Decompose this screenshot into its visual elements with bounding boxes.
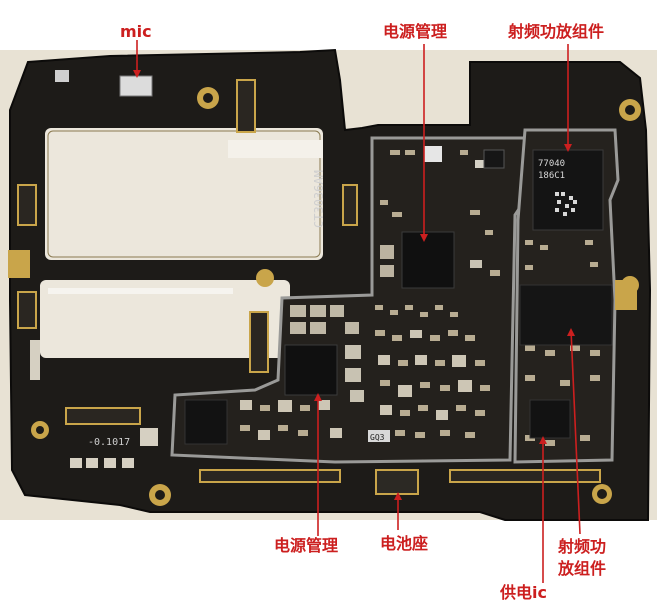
btb-connector-right — [449, 469, 601, 483]
label-rf-pa-top: 射频功放组件 — [508, 22, 605, 41]
pmic-upper-chip — [401, 231, 455, 289]
label-power-supply-ic: 供电ic — [500, 583, 547, 602]
chip-marking-line2: 186C1 — [538, 171, 565, 181]
label-power-management-top: 电源管理 — [383, 22, 448, 41]
board-serial-marking: -0.1017 — [88, 437, 130, 448]
test-pads — [30, 340, 158, 468]
chip-marking-line1: 77040 — [538, 159, 565, 169]
label-power-management-bottom: 电源管理 — [274, 536, 339, 555]
battery-connector — [375, 469, 419, 495]
mic-component — [119, 75, 153, 97]
board-qr-code — [55, 70, 69, 82]
label-mic: mic — [120, 22, 152, 41]
pmic-lower-chip — [284, 344, 338, 396]
white-component — [424, 146, 442, 162]
board-model-marking: CT3036AM — [312, 170, 326, 228]
board-cutout-upper — [45, 128, 323, 260]
smd-components — [240, 150, 600, 446]
btb-connector-left — [199, 469, 341, 483]
small-chip-marking: GQ3 — [370, 433, 385, 442]
board-cutout-lower — [40, 280, 290, 358]
power-supply-chip — [529, 399, 571, 439]
chip-qr-code — [555, 192, 577, 216]
chip-bottom-left — [184, 399, 228, 445]
rf-pa-upper-chip — [532, 149, 604, 231]
gold-mounting-pads — [8, 87, 641, 506]
rf-pa-lower-chip — [519, 284, 613, 346]
label-battery-connector: 电池座 — [380, 534, 429, 553]
board-connectors — [17, 75, 601, 495]
label-rf-pa-bottom: 射频功放组件 — [558, 537, 607, 578]
